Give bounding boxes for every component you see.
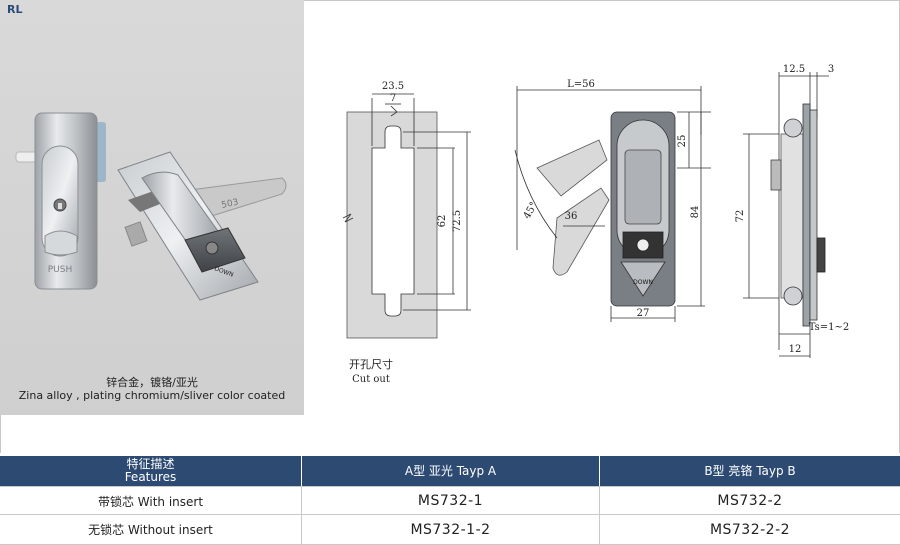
- table-row: 无锁芯 Without insert MS732-1-2 MS732-2-2: [0, 514, 900, 545]
- cutout-62-dim: 62: [437, 215, 448, 228]
- cutout-label-cn: 开孔尺寸: [349, 357, 393, 371]
- material-caption-en: Zina alloy , plating chromium/sliver col…: [18, 389, 286, 402]
- row-model-b: MS732-2: [717, 493, 783, 509]
- series-code: RL: [7, 3, 23, 16]
- header-features-cn: 特征描述: [126, 457, 175, 471]
- side-3-dim: 3: [828, 64, 834, 75]
- cutout-72-5-dim: 72.5: [452, 210, 463, 232]
- part-marking: 503: [221, 198, 240, 211]
- technical-drawings: 23.5 7 62 72.5 开孔尺寸 Cut out L=56 25 84 3…: [305, 0, 900, 452]
- header-features: 特征描述 Features: [0, 456, 302, 486]
- cutout-slot-dim: 7: [390, 93, 396, 104]
- cutout-width-dim: 23.5: [382, 81, 404, 92]
- row-feature: 带锁芯 With insert: [0, 487, 302, 515]
- front-angle-dim: 45°: [522, 200, 540, 221]
- side-12-5-dim: 12.5: [783, 64, 805, 75]
- front-down-label: DOWN: [633, 279, 653, 286]
- side-view-drawing: [743, 72, 829, 358]
- front-25-dim: 25: [677, 135, 688, 148]
- side-12-dim: 12: [789, 344, 802, 355]
- side-72-dim: 72: [735, 210, 746, 223]
- right-handle-cam: [124, 221, 148, 247]
- push-pad: [44, 230, 78, 256]
- front-27-dim: 27: [637, 308, 650, 319]
- row-model-a: MS732-1-2: [302, 515, 600, 544]
- row-model-a: MS732-1: [302, 487, 600, 515]
- cutout-label-en: Cut out: [352, 374, 390, 385]
- push-label: PUSH: [48, 265, 73, 275]
- front-84-dim: 84: [690, 206, 701, 219]
- product-photo: PUSH 503 DOWN: [15, 112, 287, 301]
- row-feature: 无锁芯 Without insert: [0, 515, 302, 544]
- material-caption-cn: 锌合金，镀铬/亚光: [106, 376, 198, 389]
- header-features-en: Features: [124, 470, 177, 484]
- table-header: 特征描述 Features A型 亚光 Tayp A B型 亮铬 Tayp B: [0, 456, 900, 486]
- side-ts-dim: Ts=1~2: [809, 322, 850, 333]
- front-36-dim: 36: [565, 211, 578, 222]
- row-model-b: MS732-2-2: [709, 521, 791, 538]
- right-handle-arm: [189, 177, 287, 219]
- product-photo-panel: RL: [0, 0, 304, 415]
- model-table: 特征描述 Features A型 亚光 Tayp A B型 亮铬 Tayp B …: [0, 456, 900, 545]
- front-view-drawing: [514, 86, 711, 322]
- drawings-canvas: 23.5 7 62 72.5 开孔尺寸 Cut out L=56 25 84 3…: [342, 64, 850, 385]
- header-type-b: B型 亮铬 Tayp B: [704, 463, 796, 478]
- table-row: 带锁芯 With insert MS732-1 MS732-2: [0, 486, 900, 515]
- cutout-drawing: [342, 93, 471, 339]
- header-type-a: A型 亚光 Tayp A: [302, 456, 600, 486]
- front-length-dim: L=56: [567, 79, 595, 90]
